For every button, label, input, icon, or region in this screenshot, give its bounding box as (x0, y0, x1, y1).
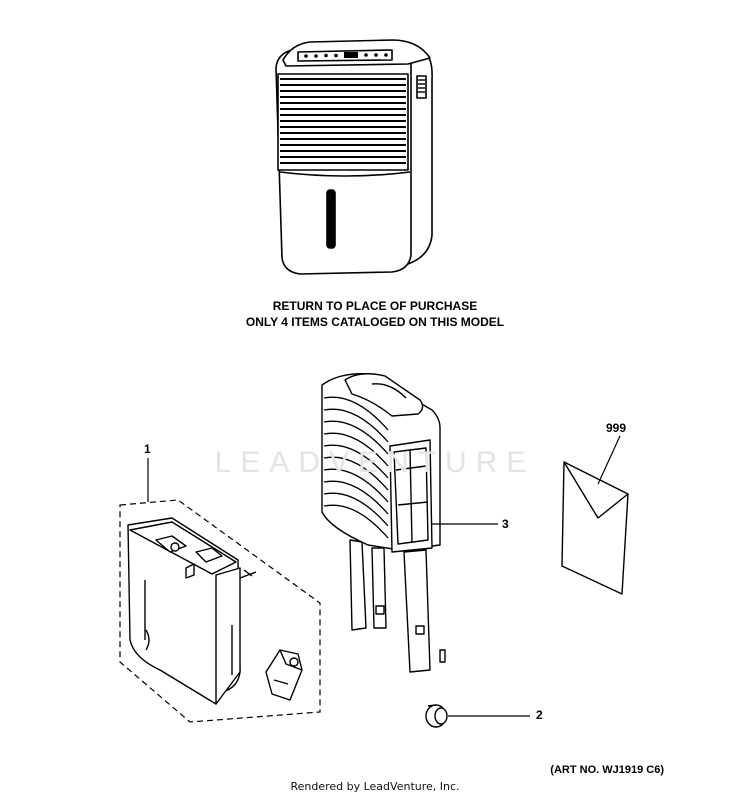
art-number: (ART NO. WJ1919 C6) (550, 764, 664, 776)
notice-line-2: ONLY 4 ITEMS CATALOGED ON THIS MODEL (245, 315, 505, 329)
callout-item-3[interactable]: 3 (502, 517, 509, 531)
footer-credit: Rendered by LeadVenture, Inc. (290, 780, 460, 793)
callout-item-2[interactable]: 2 (536, 708, 543, 722)
manual-envelope (561, 461, 629, 595)
leader-line-999 (597, 435, 621, 485)
callout-item-999[interactable]: 999 (606, 421, 627, 435)
front-panel-assembly (321, 373, 446, 673)
bucket-assembly (119, 458, 321, 723)
grille-slats (280, 78, 425, 164)
front-panel-slats (323, 396, 389, 539)
notice-line-1: RETURN TO PLACE OF PURCHASE (272, 299, 478, 313)
watermark-text: LEADVENTURE (214, 446, 536, 479)
callout-item-1[interactable]: 1 (144, 442, 151, 456)
caster-part (425, 704, 448, 728)
